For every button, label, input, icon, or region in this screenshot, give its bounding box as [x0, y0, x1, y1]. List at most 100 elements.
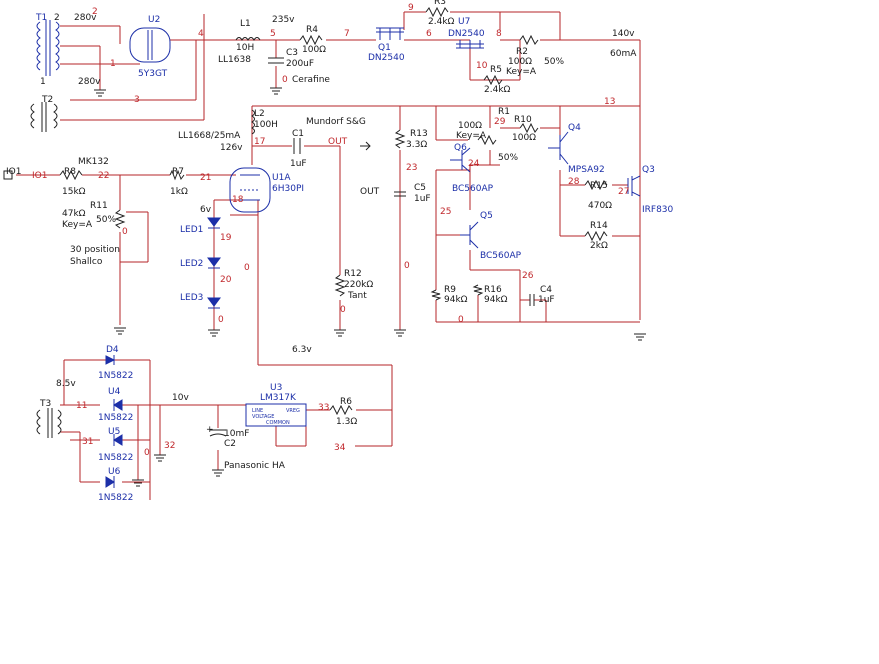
node-0f: 0 — [458, 315, 464, 325]
label-126v: 126v — [220, 143, 243, 153]
node-34: 34 — [334, 443, 346, 453]
label-r8: R8 — [64, 167, 76, 177]
node-24: 24 — [468, 159, 480, 169]
node-19: 19 — [220, 233, 232, 243]
label-io1-port: IO1 — [6, 167, 21, 177]
node-11: 11 — [76, 401, 87, 411]
mosfet-q3 — [627, 175, 641, 197]
label-r16: R16 — [484, 285, 502, 295]
node-0c: 0 — [218, 315, 224, 325]
transformer-t3 — [36, 408, 62, 438]
label-u2: U2 — [148, 15, 160, 25]
triode-u1a — [229, 167, 271, 213]
label-led3: LED3 — [180, 293, 203, 303]
capacitor-c4 — [529, 294, 535, 306]
label-u4-part: 1N5822 — [98, 413, 133, 423]
resistor-r3 — [425, 6, 449, 18]
label-r9-val: 94kΩ — [444, 295, 468, 305]
label-q6-part: BC560AP — [452, 184, 494, 194]
label-led1: LED1 — [180, 225, 203, 235]
node-10: 10 — [476, 61, 488, 71]
label-q4: Q4 — [568, 123, 581, 133]
node-1: 1 — [110, 59, 116, 69]
label-u7: U7 — [458, 17, 470, 27]
label-r3-val: 2.4kΩ — [428, 17, 455, 27]
label-c5: C5 — [414, 183, 426, 193]
mosfet-q1 — [376, 27, 404, 40]
label-c5-val: 1uF — [414, 194, 431, 204]
node-26: 26 — [522, 271, 534, 281]
label-t1-pin2: 2 — [54, 13, 60, 23]
label-r2-val: 100Ω — [508, 57, 532, 67]
label-r4-val: 100Ω — [302, 45, 326, 55]
node-0d: 0 — [340, 305, 346, 315]
node-31: 31 — [82, 437, 93, 447]
potentiometer-r1 — [477, 134, 497, 146]
label-r11-key: Key=A — [62, 220, 93, 230]
label-r5-key: Key=A — [506, 67, 537, 77]
label-c4-val: 1uF — [538, 295, 555, 305]
label-u3-voltage: VOLTAGE — [252, 414, 274, 420]
diode-u4 — [113, 399, 123, 411]
label-r11-pct: 50% — [96, 215, 116, 225]
transistor-q6 — [450, 147, 471, 173]
inductor-l1 — [235, 37, 261, 41]
label-r1-key: Key=A — [456, 131, 487, 141]
label-u7-part: DN2540 — [448, 29, 485, 39]
component-labels: T1 2 280v 280v 1 U2 5Y3GT T2 T3 L1 10H L… — [6, 0, 674, 503]
diode-u6 — [105, 476, 115, 488]
resistor-r16 — [472, 284, 484, 296]
resistor-r13 — [394, 129, 406, 149]
label-r8-val: 15kΩ — [62, 187, 86, 197]
label-t1-280a: 280v — [74, 13, 97, 23]
resistor-r6 — [329, 404, 353, 416]
node-32: 32 — [164, 441, 175, 451]
node-23: 23 — [406, 163, 417, 173]
capacitor-c2 — [209, 429, 227, 437]
label-r3: R3 — [434, 0, 446, 7]
led-3 — [207, 297, 221, 309]
label-r6: R6 — [340, 397, 352, 407]
label-r15: R15 — [590, 181, 608, 191]
label-r9: R9 — [444, 285, 456, 295]
label-out1: OUT — [328, 137, 348, 147]
diode-d4 — [105, 355, 116, 365]
label-q5: Q5 — [480, 211, 493, 221]
label-c2-plus: + — [206, 425, 214, 435]
label-r5: R5 — [490, 65, 502, 75]
transistor-q5 — [460, 221, 479, 249]
label-u6-part: 1N5822 — [98, 493, 133, 503]
mosfet-u7 — [456, 40, 484, 49]
label-r1-pct: 50% — [498, 153, 518, 163]
label-r5-val: 2.4kΩ — [484, 85, 511, 95]
node-25: 25 — [440, 207, 451, 217]
label-u3-vreg: VREG — [286, 408, 300, 414]
label-10v: 10v — [172, 393, 189, 403]
transformer-t1 — [36, 20, 60, 76]
node-7: 7 — [344, 29, 350, 39]
led-2 — [207, 257, 221, 269]
label-r1-val: 100Ω — [458, 121, 482, 131]
capacitor-c1 — [293, 138, 301, 154]
label-c3: C3 — [286, 48, 298, 58]
label-c2: 10mF — [224, 429, 249, 439]
resistor-r5 — [483, 74, 503, 86]
node-18: 18 — [232, 195, 244, 205]
node-5: 5 — [270, 29, 276, 39]
ground-symbols — [94, 87, 646, 487]
label-c3-note: Cerafine — [292, 75, 330, 85]
label-r13: R13 — [410, 129, 428, 139]
node-9: 9 — [408, 3, 414, 13]
label-q1: Q1 — [378, 43, 391, 53]
node-4: 4 — [198, 29, 204, 39]
label-r14-val: 2kΩ — [590, 241, 608, 251]
label-r7-val: 1kΩ — [170, 187, 188, 197]
label-r14: R14 — [590, 221, 608, 231]
label-c1-note: Mundorf S&G — [306, 117, 366, 127]
label-6v: 6v — [200, 205, 212, 215]
label-r10: R10 — [514, 115, 532, 125]
label-c2-ref: C2 — [224, 439, 236, 449]
resistor-r4 — [299, 34, 323, 46]
label-u3-common: COMMON — [266, 420, 290, 426]
label-r11-val: 47kΩ — [62, 209, 86, 219]
